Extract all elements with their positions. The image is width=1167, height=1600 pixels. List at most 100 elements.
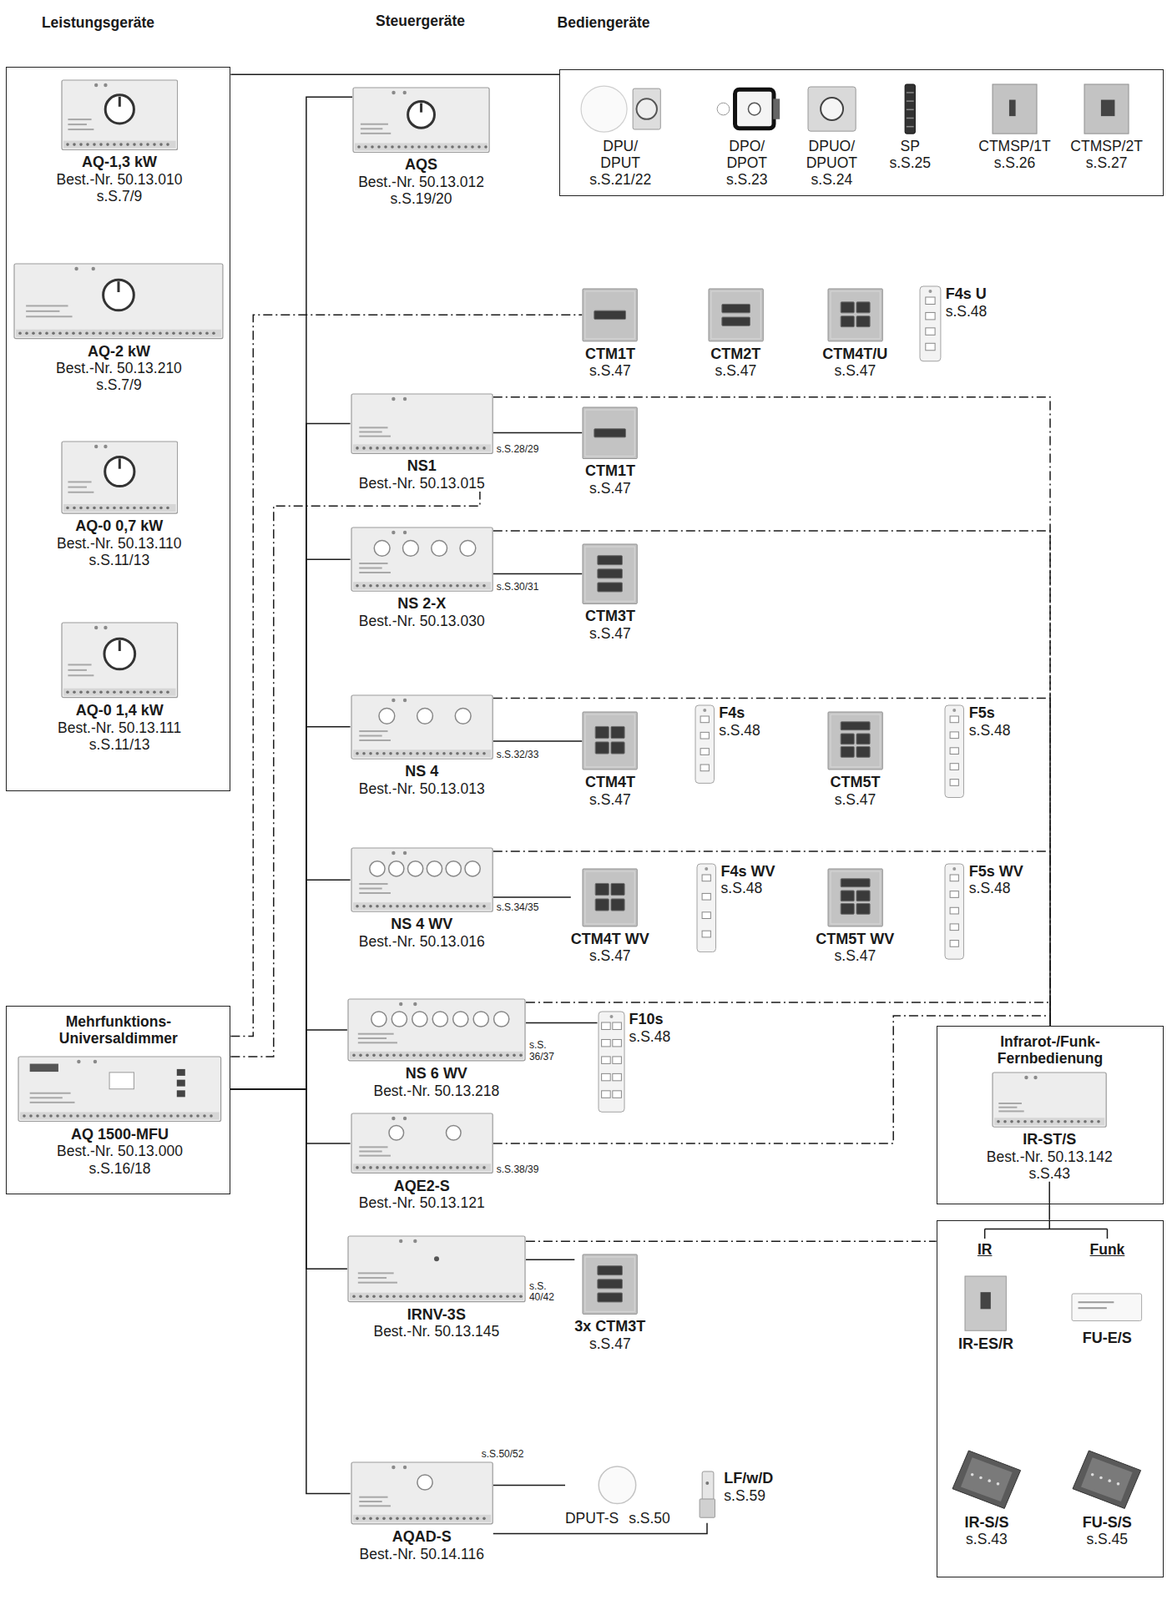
node-text: CTM1T bbox=[585, 462, 636, 480]
control-panel: CTM1Ts.S.47 bbox=[581, 406, 638, 497]
connector bbox=[493, 573, 583, 576]
connector bbox=[230, 314, 582, 1036]
node-text: s.S.27 bbox=[1086, 154, 1128, 172]
remote-control: F5ss.S.48 bbox=[944, 704, 1011, 799]
connector bbox=[493, 896, 571, 899]
connector bbox=[525, 1241, 937, 1243]
device-picture bbox=[581, 711, 638, 771]
node-text: s.S.59 bbox=[723, 1487, 773, 1505]
node-text: s.S.47 bbox=[834, 791, 877, 809]
node-text: F4s bbox=[718, 704, 761, 723]
node-text: Best.-Nr. 50.13.218 bbox=[373, 1082, 500, 1100]
node-text: 3x CTM3T bbox=[574, 1318, 646, 1336]
device-picture bbox=[806, 83, 858, 135]
device-picture bbox=[352, 86, 491, 154]
node-text: Mehrfunktions- Universaldimmer bbox=[35, 1013, 203, 1047]
device-module: IRNV-3SBest.-Nr. 50.13.145s.S. 40/42 bbox=[347, 1235, 526, 1341]
node-text: CTM4T bbox=[585, 773, 636, 792]
device-picture bbox=[944, 863, 965, 960]
control-device: FU-S/Ss.S.45 bbox=[1071, 1449, 1143, 1548]
device-picture bbox=[694, 704, 715, 784]
connector bbox=[493, 530, 1051, 1026]
device-picture bbox=[991, 1071, 1107, 1128]
device-picture bbox=[950, 1449, 1023, 1511]
device-module: AQSBest.-Nr. 50.13.012s.S.19/20 bbox=[352, 86, 491, 208]
node-text: IR-ST/S bbox=[1022, 1131, 1077, 1149]
control-panel: CTM4Ts.S.47 bbox=[581, 711, 638, 809]
node-text: SP bbox=[900, 137, 920, 155]
device-picture bbox=[347, 1235, 526, 1304]
device-picture bbox=[596, 1465, 638, 1505]
device-module: NS 4Best.-Nr. 50.13.013s.S.32/33 bbox=[350, 694, 494, 798]
node-text: Best.-Nr. 50.13.030 bbox=[358, 612, 485, 630]
node-text: Best.-Nr. 50.13.145 bbox=[373, 1323, 500, 1340]
connector bbox=[525, 1259, 575, 1262]
node-text: NS 6 WV bbox=[405, 1065, 468, 1083]
group-box: BediengeräteDPU/ DPUTs.S.21/22DPO/ DPOTs… bbox=[559, 69, 1164, 197]
control-panel: CTM4T/Us.S.47 bbox=[822, 287, 888, 380]
node-text: Best.-Nr. 50.13.210 bbox=[55, 359, 182, 377]
connector bbox=[230, 1030, 348, 1090]
device-picture bbox=[696, 863, 717, 954]
node-text: NS 4 bbox=[404, 762, 439, 781]
node-text: s.S. 40/42 bbox=[529, 1281, 565, 1305]
node-text: CTM4T/U bbox=[822, 345, 888, 364]
group-box: LeistungsgeräteAQ-1,3 kWBest.-Nr. 50.13.… bbox=[5, 66, 231, 792]
device-module: NS 2-XBest.-Nr. 50.13.030s.S.30/31 bbox=[350, 526, 494, 630]
connector bbox=[230, 559, 350, 1090]
node-text: s.S.23 bbox=[726, 171, 768, 188]
node-text: CTMSP/2T bbox=[1070, 137, 1143, 155]
node-text: CTM1T bbox=[585, 345, 636, 364]
node-text: Bediengeräte bbox=[557, 14, 651, 31]
node-text: s.S.32/33 bbox=[496, 749, 540, 762]
control-device: FU-E/S bbox=[1071, 1288, 1143, 1348]
device-module: AQ-0 1,4 kWBest.-Nr. 50.13.111s.S.11/13 bbox=[57, 621, 182, 753]
node-text: s.S.25 bbox=[889, 154, 931, 172]
device-picture bbox=[991, 83, 1038, 135]
device-picture bbox=[581, 1253, 638, 1315]
group-box: Mehrfunktions- Universaldimmer AQ 1500-MF… bbox=[5, 1005, 231, 1195]
node-text: s.S.47 bbox=[589, 947, 632, 965]
node-text: s.S. 36/37 bbox=[529, 1040, 565, 1064]
remote-control: F4s WVs.S.48 bbox=[696, 863, 775, 954]
connector bbox=[493, 1015, 1051, 1144]
device-picture bbox=[1083, 83, 1130, 135]
node-text: DPU/ DPUT bbox=[592, 137, 649, 172]
connector bbox=[493, 397, 1051, 1026]
node-text: F4s WV bbox=[721, 863, 776, 881]
remote-control: F5s WVs.S.48 bbox=[944, 863, 1023, 960]
device-picture bbox=[827, 711, 884, 771]
node-text: AQ-2 kW bbox=[87, 343, 151, 361]
node-text: IR-S/S bbox=[964, 1514, 1009, 1532]
node-text: NS 2-X bbox=[397, 595, 446, 613]
device-picture bbox=[350, 393, 494, 455]
node-text: Best.-Nr. 50.13.013 bbox=[358, 780, 485, 798]
node-text: s.S.16/18 bbox=[89, 1160, 152, 1178]
control-device: IR-ES/R bbox=[958, 1275, 1014, 1353]
node-text: s.S.43 bbox=[965, 1530, 1008, 1548]
node-text: CTMSP/1T bbox=[978, 137, 1051, 155]
node-text: s.S.48 bbox=[718, 722, 761, 739]
node-text: Best.-Nr. 50.13.012 bbox=[358, 173, 485, 191]
node-text: AQ-0 1,4 kW bbox=[75, 702, 164, 720]
node-text: Best.-Nr. 50.13.010 bbox=[56, 171, 183, 188]
device-picture bbox=[827, 868, 884, 928]
device-module: AQ 1500-MFUBest.-Nr. 50.13.000s.S.16/18 bbox=[17, 1055, 223, 1177]
node-text: Best.-Nr. 50.13.111 bbox=[57, 719, 182, 737]
node-text: Best.-Nr. 50.13.000 bbox=[56, 1142, 183, 1160]
node-text: CTM3T bbox=[585, 607, 636, 626]
node-text: s.S.47 bbox=[589, 479, 632, 497]
device-picture bbox=[581, 543, 638, 605]
node-text: s.S.50/52 bbox=[481, 1449, 525, 1461]
device-module: AQ-1,3 kWBest.-Nr. 50.13.010s.S.7/9 bbox=[56, 79, 183, 206]
node-text: NS1 bbox=[407, 457, 437, 475]
connector bbox=[493, 432, 583, 435]
node-text: AQAD-S bbox=[392, 1528, 452, 1546]
node-text: DPO/ DPOT bbox=[718, 137, 775, 172]
control-panel: CTM5T WVs.S.47 bbox=[815, 868, 895, 965]
device-module: NS 6 WVBest.-Nr. 50.13.218s.S. 36/37 bbox=[347, 998, 526, 1100]
remote-control: LF/w/Ds.S.59 bbox=[694, 1470, 774, 1524]
node-text: Best.-Nr. 50.13.110 bbox=[56, 535, 182, 552]
node-text: s.S.7/9 bbox=[95, 376, 142, 394]
node-text: s.S.50 bbox=[628, 1510, 671, 1527]
